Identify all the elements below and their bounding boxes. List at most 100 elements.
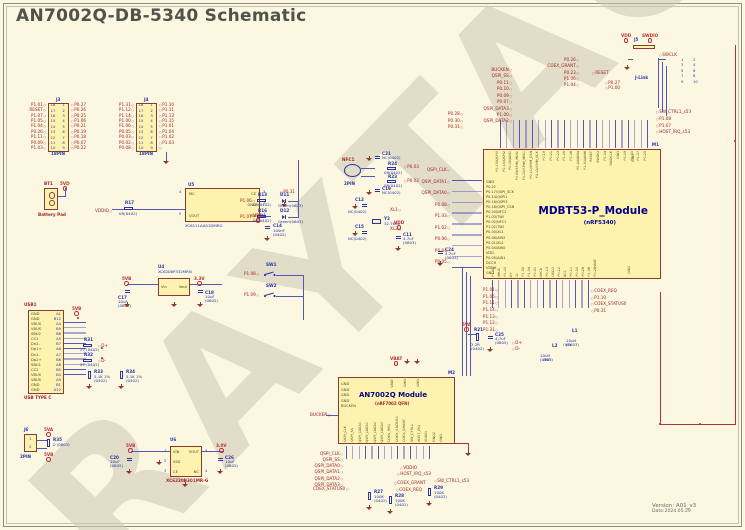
net-label-p027: P0.27 [605,80,620,86]
bt1-label: Battery Pad [38,212,66,217]
net-label: P0.07 [69,140,86,146]
net-label: P1.11 [483,300,498,306]
c18-value: 10uF [205,294,215,299]
pin-number: 1 [681,58,684,62]
pin-number: 2 [150,108,153,113]
pin-vin: VIN [173,450,180,454]
pin-name: VDD [486,250,494,255]
u5-part-number: XC6111AA01DMRG [185,223,223,228]
resistor-value: 0R(0402) [253,218,272,223]
wire [298,160,299,218]
pin-name: P0.04/AIN0 [486,245,506,250]
pin-name: P0.23 [556,151,560,161]
power-flag-vdd: VDD [394,220,404,230]
usb-pin-row: SBU2 B8 [31,332,61,337]
pin-name: P0.13 [546,267,550,277]
c11-symbol [396,236,401,239]
wire [190,284,222,285]
led-color: Green [278,203,290,208]
net-label: P0.08 [435,202,450,208]
usb-pin-row: GND A1 [31,312,61,317]
usb-pin-row: SBU1 A8 [31,362,61,367]
net-label: P0.26 [69,107,86,113]
pin-name: GND [341,387,350,392]
nfc-antenna-icon [344,164,361,177]
power-flag-5vb: 5VB [122,276,131,286]
c19-symbol [375,189,380,192]
j3-rows: P1.01 18 1 P0.27 RESET 17 2 P0.26 P1.07 … [20,102,86,152]
pin-number: 2 [29,445,32,449]
pin-name: P0.06/AIN2 [486,235,506,240]
ground-symbol [86,384,92,389]
net-label: P1.31 [483,327,498,333]
pin-name: VDDH [486,265,497,270]
usb-pin-row: GND A12 [31,387,61,392]
net-label: P0.26 [564,57,579,63]
pin-vout: Vout [178,285,187,289]
resistor-symbol [387,180,396,183]
pin-name: P1.41 [492,267,495,277]
led-row: P1.07 R16 0R(0402) D12 Green (0603) [240,208,310,225]
usb-body: GND A1 GND B12 VBUS A4 VBUS B9 SBU2 B8 C… [28,309,64,395]
pin-vout: VOUT [189,214,200,218]
pin-name: P0.10/SPIM_MISO [522,151,526,181]
pin-number: 2 [263,201,266,205]
wire [628,59,633,60]
pin-name: SWDIO [597,151,601,163]
c14-value: 100nF [273,228,286,233]
bt1-designator: BT1 [44,181,53,186]
net-label-vddio: VDDIO [400,465,417,471]
pin-ce: CE [173,470,178,474]
net-label: P1.14 [483,307,498,313]
pin-number: 1 [62,103,65,108]
switch-designator: SW2 [266,283,277,288]
usb-pin-row: Dp2+ B6 [31,357,61,362]
net-label: QSPI_CLK [427,167,450,173]
pin-number: 4 [62,119,65,124]
pin-name: P0.15/QSPI2 [502,151,506,172]
pin-name: P1.07 [637,151,641,161]
j4-designator: J4 [144,97,149,102]
an7002-below-left-stack: QSPI_CLKQSPI_SSQSPI_DATA0QSPI_DATA1QSPI_… [303,451,343,487]
r21-designator: R21 [474,327,484,332]
net-label: P1.07 [656,123,691,129]
pin-name: GND [31,317,40,322]
wire [288,217,298,218]
pin-name: P0.21 [549,151,553,161]
pin-name: SBU2 [31,332,41,337]
pin-name: COEX_STATUS0 [395,415,399,442]
net-label: P1.03 [20,145,48,151]
c18-symbol [198,290,203,293]
pin-name: CC1 [31,337,39,342]
pin-number: 6 [62,130,65,135]
pin-name: QSPI_DATA0 [358,421,362,442]
pin-number: 5 [150,124,153,129]
switch-icon[interactable] [264,270,274,275]
ground-symbol [118,384,124,389]
net-label-p100: P1.00 [605,85,620,91]
net-label: P1.06 [483,294,498,300]
switch-icon[interactable] [264,291,274,296]
j6-designator: J6 [24,427,29,432]
header-j4: J4 P1.31 18 1 P1.10 P1.12 17 2 P1.11 P1.… [108,97,174,156]
ground-symbol [395,246,401,251]
wire [361,168,375,169]
net-label-reset: RESET [592,70,608,76]
c20-value: 10uF [110,459,120,464]
net-label: QSPI_DATA0 [422,190,450,196]
wire [131,451,170,452]
wire [58,196,66,197]
header-row: RESET 17 2 P0.26 [20,107,86,113]
r23-designator: R23 [388,174,398,179]
wire [303,275,304,320]
c18-designator: C18 [205,290,214,295]
r27-designator: R27 [374,489,384,494]
pin-number: 12 [50,135,56,140]
pin-number: B5 [56,367,61,372]
pin-name: P0.11/SPIM_CSN [529,151,533,179]
net-label-dminus: D- [512,346,520,352]
pin-name: GND [617,151,621,159]
pin-name: P0.02/NFC1 [486,220,507,225]
net-label: QSPI_DATA1 [315,470,343,475]
